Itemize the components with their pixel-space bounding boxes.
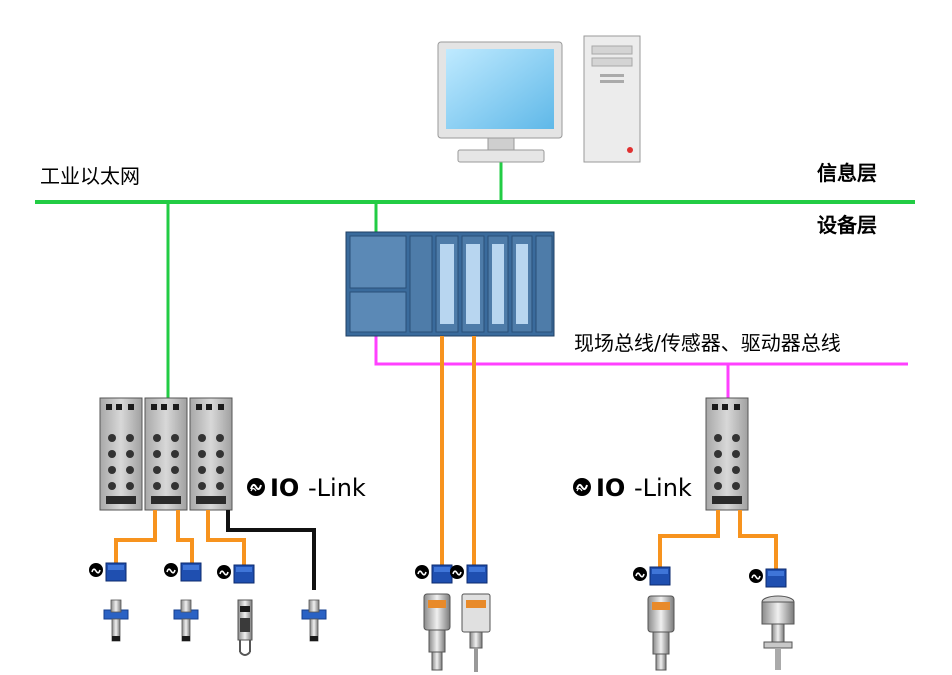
right-sensors (647, 595, 795, 671)
iolink-icon (246, 477, 266, 497)
plc-cables (440, 336, 476, 565)
proximity-sensor-icon (103, 599, 129, 642)
plc-connectors (414, 564, 488, 584)
pressure-sensor-icon (647, 595, 675, 671)
iolink-logo-left: IO -Link (246, 474, 366, 502)
right-io-block (705, 397, 749, 511)
pressure-sensor-icon (423, 593, 451, 671)
iolink-icon (414, 564, 430, 580)
iolink-icon (572, 477, 592, 497)
iolink-icon (88, 562, 104, 578)
fieldbus-line (374, 336, 908, 366)
connector-icon (233, 564, 255, 584)
proximity-sensor-icon (301, 599, 327, 642)
connector-icon (431, 564, 453, 584)
connector-icon (765, 568, 787, 588)
iolink-icon (449, 564, 465, 580)
workstation-computer (437, 35, 641, 163)
iolink-logo-right: IO -Link (572, 474, 692, 502)
valve-sensor-icon (237, 599, 253, 656)
iolink-suffix: -Link (308, 474, 366, 502)
industrial-ethernet-label: 工业以太网 (40, 164, 140, 188)
temperature-sensor-icon (461, 593, 491, 672)
connector-icon (649, 566, 671, 586)
iolink-icon (163, 562, 179, 578)
right-cables (658, 510, 778, 570)
left-connectors (88, 562, 255, 584)
level-sensor-icon (761, 595, 795, 670)
plc-controller (345, 231, 555, 337)
proximity-sensor-icon (173, 599, 199, 642)
iolink-suffix: -Link (634, 474, 692, 502)
info-layer-label: 信息层 (817, 161, 877, 185)
iolink-icon (632, 566, 648, 582)
iolink-icon (216, 564, 232, 580)
iolink-icon (748, 568, 764, 584)
connector-icon (466, 564, 488, 584)
left-io-block (99, 397, 233, 511)
left-cables (114, 510, 316, 590)
pc-tower-icon (583, 35, 641, 163)
fieldbus-label: 现场总线/传感器、驱动器总线 (574, 331, 841, 355)
iolink-prefix: IO (270, 474, 299, 502)
right-connectors (632, 566, 787, 588)
iolink-prefix: IO (596, 474, 625, 502)
left-sensors (103, 599, 327, 656)
monitor-icon (437, 41, 563, 163)
plc-sensors (423, 593, 491, 672)
connector-icon (180, 562, 202, 582)
connector-icon (105, 562, 127, 582)
device-layer-label: 设备层 (817, 213, 877, 237)
